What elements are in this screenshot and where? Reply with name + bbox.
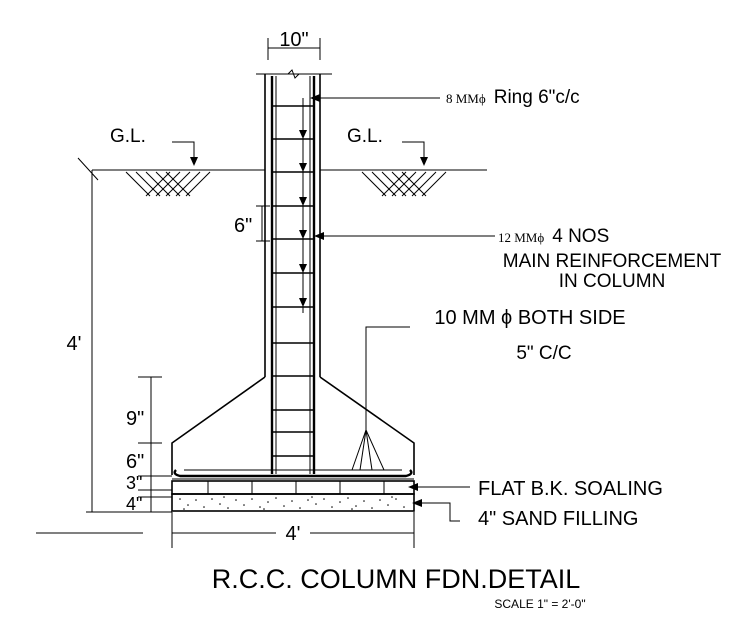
depth-dimension: 4' bbox=[67, 170, 172, 513]
soling-leader bbox=[408, 483, 470, 491]
dim-6-label: 6" bbox=[126, 451, 144, 473]
footing-outline bbox=[171, 376, 415, 475]
both-side-label: 10 MM ϕ BOTH SIDE bbox=[434, 307, 625, 329]
main-bar-label: 12 MMϕ 4 NOS bbox=[498, 226, 609, 247]
earth-hatch-left bbox=[125, 171, 211, 197]
sand-layer bbox=[171, 493, 415, 512]
soling-label: FLAT B.K. SOALING bbox=[478, 478, 663, 500]
main-bar-leader bbox=[314, 232, 495, 240]
dim-3-label: 3" bbox=[126, 473, 142, 493]
dim-4-label: 4" bbox=[126, 494, 142, 514]
main-reinforcement-label-1: MAIN REINFORCEMENT bbox=[503, 251, 722, 272]
both-side-leader bbox=[351, 326, 410, 471]
main-reinforcement-bars bbox=[270, 76, 316, 474]
main-reinforcement-label-2: IN COLUMN bbox=[559, 271, 666, 292]
svg-text:G.L.: G.L. bbox=[347, 126, 383, 147]
column-ties bbox=[272, 105, 314, 457]
depth-label: 4' bbox=[67, 333, 82, 355]
footing-dimension-chain: 9" 6" 3" 4" bbox=[126, 376, 172, 514]
sand-label: 4" SAND FILLING bbox=[478, 508, 638, 530]
gl-mark-right: G.L. bbox=[347, 126, 428, 166]
ring-spacing-dimension: 6" bbox=[234, 205, 270, 242]
earth-hatch-right bbox=[361, 171, 447, 197]
ring-label: 8 MMϕ Ring 6"c/c bbox=[446, 87, 580, 108]
base-width-label: 4' bbox=[286, 523, 301, 545]
svg-text:6": 6" bbox=[234, 215, 252, 237]
soling-layer bbox=[171, 480, 415, 495]
column-width-dimension: 10" bbox=[267, 29, 321, 60]
gl-mark-left: G.L. bbox=[110, 126, 198, 166]
spacing-label: 5" C/C bbox=[516, 343, 571, 364]
drawing-scale: SCALE 1" = 2'-0" bbox=[494, 597, 585, 611]
bottom-mesh bbox=[172, 469, 414, 480]
base-width-dimension: 4' bbox=[36, 512, 415, 548]
dim-9-label: 9" bbox=[126, 408, 144, 430]
column-outline bbox=[256, 69, 332, 377]
column-width-label: 10" bbox=[279, 29, 308, 51]
ring-leader bbox=[299, 94, 440, 313]
ground-level-line bbox=[77, 157, 487, 181]
svg-text:G.L.: G.L. bbox=[110, 126, 146, 147]
sand-leader bbox=[412, 499, 460, 522]
drawing-title: R.C.C. COLUMN FDN.DETAIL bbox=[212, 564, 581, 594]
